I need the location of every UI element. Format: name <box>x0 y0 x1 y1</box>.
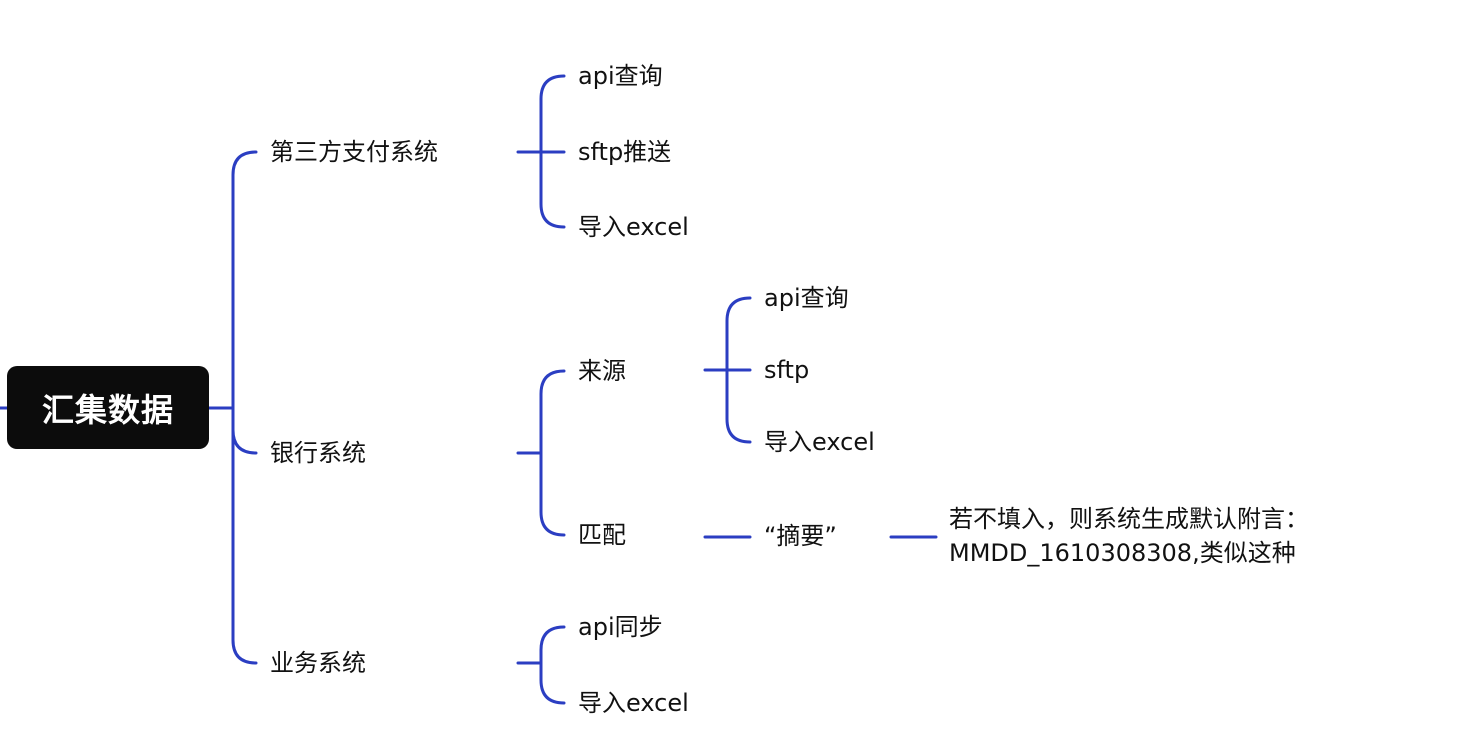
node-business-import-excel[interactable]: 导入excel <box>578 689 689 717</box>
node-source-import-excel[interactable]: 导入excel <box>764 428 875 456</box>
node-match[interactable]: 匹配 <box>578 521 626 549</box>
summary-note[interactable]: 若不填入，则系统生成默认附言： MMDD_1610308308,类似这种 <box>949 502 1309 570</box>
node-source[interactable]: 来源 <box>578 357 626 385</box>
root-label: 汇集数据 <box>41 390 174 429</box>
summary-note-line-1: 若不填入，则系统生成默认附言： <box>949 505 1309 533</box>
node-bank-system[interactable]: 银行系统 <box>270 439 366 467</box>
node-third-party-payment[interactable]: 第三方支付系统 <box>270 138 438 166</box>
node-source-api-query[interactable]: api查询 <box>764 284 849 312</box>
summary-note-line-2: MMDD_1610308308,类似这种 <box>949 539 1296 567</box>
root-node[interactable]: 汇集数据 <box>7 366 209 449</box>
node-api-query[interactable]: api查询 <box>578 62 663 90</box>
node-business-system[interactable]: 业务系统 <box>270 649 366 677</box>
node-api-sync[interactable]: api同步 <box>578 613 663 641</box>
node-import-excel[interactable]: 导入excel <box>578 213 689 241</box>
node-sftp-push[interactable]: sftp推送 <box>578 138 672 166</box>
node-summary[interactable]: “摘要” <box>764 522 837 550</box>
node-source-sftp[interactable]: sftp <box>764 356 810 384</box>
